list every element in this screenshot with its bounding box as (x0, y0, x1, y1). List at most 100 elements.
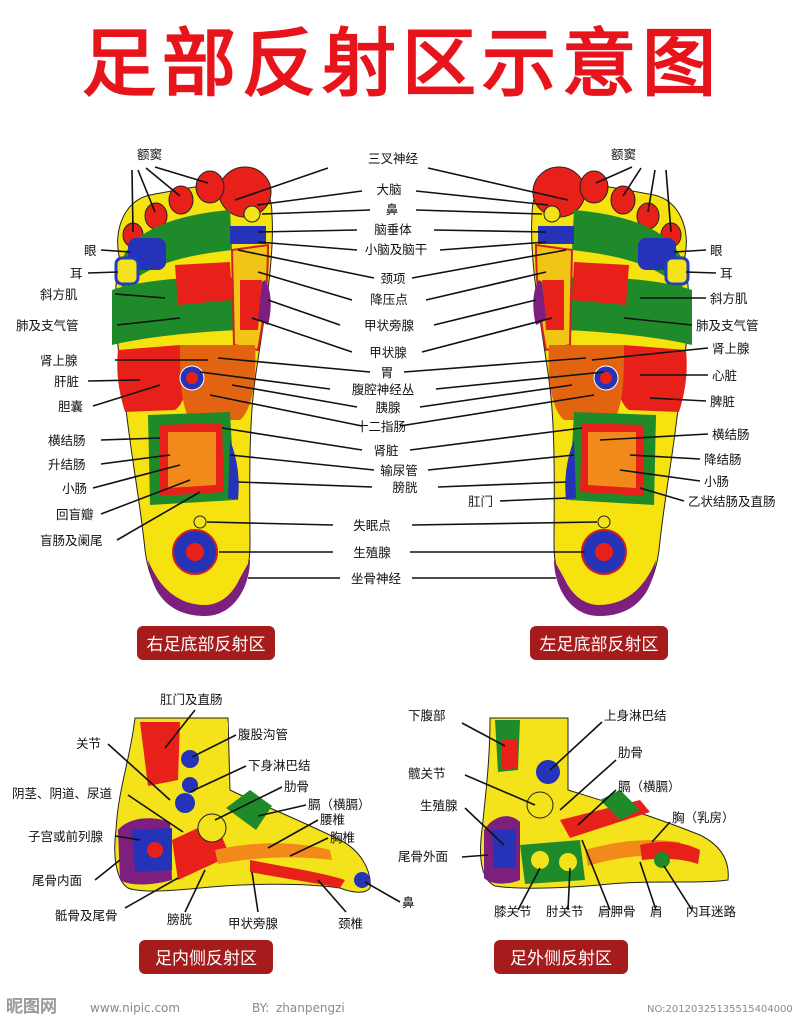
label-stomach: 胃 (381, 365, 394, 380)
label-ascending-colon: 升结肠 (48, 457, 86, 472)
center-labels: 三叉神经 大脑 鼻 脑垂体 小脑及脑干 颈项 降压点 甲状旁腺 甲状腺 胃 腹腔… (351, 151, 427, 586)
label-uterus: 子宫或前列腺 (28, 829, 104, 844)
label-lung-left: 肺及支气管 (696, 318, 759, 333)
label-pituitary: 脑垂体 (374, 222, 412, 237)
label-lumbar: 腰椎 (320, 812, 345, 827)
left-sole-badge: 左足底部反射区 (530, 626, 668, 660)
label-bladder-sole: 膀胱 (392, 480, 418, 495)
label-insomnia: 失眠点 (353, 518, 391, 533)
label-anus-sole: 肛门 (468, 494, 493, 509)
watermark: 昵图网 www.nipic.com BY: zhanpengzi NO:2012… (6, 997, 793, 1017)
label-elbow: 肘关节 (546, 904, 584, 919)
label-small-intestine-left: 小肠 (704, 474, 729, 489)
inner-side-labels: 肛门及直肠 关节 腹股沟管 下身淋巴结 阴茎、阴道、尿道 肋骨 膈（横膈） 腰椎… (12, 692, 415, 931)
label-kidney: 肾脏 (373, 443, 398, 458)
label-sinus-left: 额窦 (611, 147, 636, 162)
label-diaphragm-inner: 膈（横膈） (308, 797, 371, 812)
label-adrenal-left: 肾上腺 (712, 341, 750, 356)
label-sacrum: 骶骨及尾骨 (55, 908, 118, 923)
label-lower-lymph: 下身淋巴结 (248, 758, 311, 773)
outer-side-labels: 下腹部 上身淋巴结 肋骨 髋关节 膈（横膈） 生殖腺 胸（乳房） 尾骨外面 膝关… (398, 708, 737, 919)
label-rib-inner: 肋骨 (284, 779, 309, 794)
label-spleen: 脾脏 (710, 394, 735, 409)
label-chest: 胸（乳房） (672, 810, 735, 825)
label-nose-inner: 鼻 (402, 895, 415, 910)
side-leader-lines (94, 709, 693, 913)
outer-side-illustration (480, 717, 729, 889)
page-title: 足部反射区示意图 (82, 21, 722, 107)
label-diaphragm-outer: 膈（横膈） (618, 779, 681, 794)
label-knee: 膝关节 (494, 904, 532, 919)
label-coccyx-outer: 尾骨外面 (398, 849, 448, 864)
right-sole-labels: 额窦 眼 耳 斜方肌 肺及支气管 肾上腺 肝脏 胆囊 横结肠 升结肠 小肠 回盲… (16, 147, 162, 548)
badge-inner-side-text: 足内侧反射区 (155, 949, 257, 969)
label-transverse-colon-left: 横结肠 (712, 427, 750, 442)
sole-leader-lines (87, 166, 717, 579)
label-hip: 髋关节 (408, 766, 446, 781)
label-rib-outer: 肋骨 (618, 745, 643, 760)
label-coccyx-inner: 尾骨内面 (32, 873, 82, 888)
label-nose: 鼻 (386, 202, 399, 217)
outer-side-badge: 足外侧反射区 (494, 940, 628, 974)
label-liver: 肝脏 (54, 374, 79, 389)
label-lung-right: 肺及支气管 (16, 318, 79, 333)
label-joint: 关节 (76, 736, 101, 751)
left-sole-illustration (531, 166, 692, 616)
label-parathyroid: 甲状旁腺 (364, 318, 415, 333)
label-trapezius-left: 斜方肌 (710, 291, 748, 306)
label-trapezius-right: 斜方肌 (40, 287, 78, 302)
label-bladder-inner: 膀胱 (167, 912, 193, 927)
label-genitals-outer: 生殖腺 (420, 798, 458, 813)
label-thoracic: 胸椎 (330, 830, 355, 845)
label-neck: 颈项 (380, 271, 405, 286)
label-cecum-appendix: 盲肠及阑尾 (40, 533, 103, 548)
label-cervical: 颈椎 (338, 916, 363, 931)
label-inguinal: 腹股沟管 (238, 727, 288, 742)
label-genitals-sole: 生殖腺 (353, 545, 391, 560)
watermark-site: www.nipic.com (90, 1001, 180, 1015)
label-shoulder: 肩 (650, 904, 663, 919)
watermark-logo: 昵图网 (6, 997, 57, 1017)
label-heart: 心脏 (712, 368, 737, 383)
left-sole-labels: 额窦 眼 耳 斜方肌 肺及支气管 肾上腺 心脏 脾脏 横结肠 降结肠 小肠 肛门… (468, 147, 776, 509)
label-brain: 大脑 (376, 182, 401, 197)
label-trigeminal: 三叉神经 (368, 151, 419, 166)
label-upper-lymph: 上身淋巴结 (604, 708, 667, 723)
label-sigmoid: 乙状结肠及直肠 (688, 494, 776, 509)
label-descending-colon: 降结肠 (704, 452, 742, 467)
inner-side-illustration (114, 717, 371, 893)
label-transverse-colon-right: 横结肠 (48, 433, 86, 448)
label-ileocecal-valve: 回盲瓣 (56, 507, 94, 522)
label-scapula: 肩胛骨 (598, 904, 636, 919)
badge-outer-side-text: 足外侧反射区 (510, 949, 612, 969)
label-eye-left: 眼 (710, 243, 723, 258)
label-urethra: 阴茎、阴道、尿道 (12, 786, 113, 801)
label-celiac-plexus: 腹腔神经丛 (352, 382, 415, 397)
right-sole-badge: 右足底部反射区 (137, 626, 275, 660)
watermark-number: NO:20120325135515404000 (647, 1004, 793, 1015)
label-duodenum: 十二指肠 (356, 419, 406, 434)
label-lower-abdomen: 下腹部 (408, 708, 446, 723)
inner-side-badge: 足内侧反射区 (139, 940, 273, 974)
label-thyroid: 甲状腺 (369, 345, 407, 360)
label-sciatic: 坐骨神经 (351, 571, 402, 586)
watermark-author: zhanpengzi (276, 1001, 345, 1015)
label-eye-right: 眼 (84, 243, 97, 258)
badge-right-sole-text: 右足底部反射区 (147, 635, 266, 655)
label-bp-point: 降压点 (370, 292, 408, 307)
label-ureter: 输尿管 (380, 463, 418, 478)
label-pancreas: 胰腺 (375, 400, 401, 415)
right-sole-illustration (112, 166, 273, 616)
label-gallbladder: 胆囊 (58, 399, 83, 414)
badge-left-sole-text: 左足底部反射区 (540, 635, 659, 655)
label-adrenal-right: 肾上腺 (40, 353, 78, 368)
label-ear-left: 耳 (720, 266, 733, 281)
watermark-by: BY: (252, 1001, 269, 1015)
label-ear-right: 耳 (70, 266, 83, 281)
label-anus-rectum: 肛门及直肠 (160, 692, 223, 707)
label-cerebellum: 小脑及脑干 (365, 242, 428, 257)
label-sinus-right: 额窦 (137, 147, 162, 162)
label-inner-ear: 内耳迷路 (686, 904, 737, 919)
